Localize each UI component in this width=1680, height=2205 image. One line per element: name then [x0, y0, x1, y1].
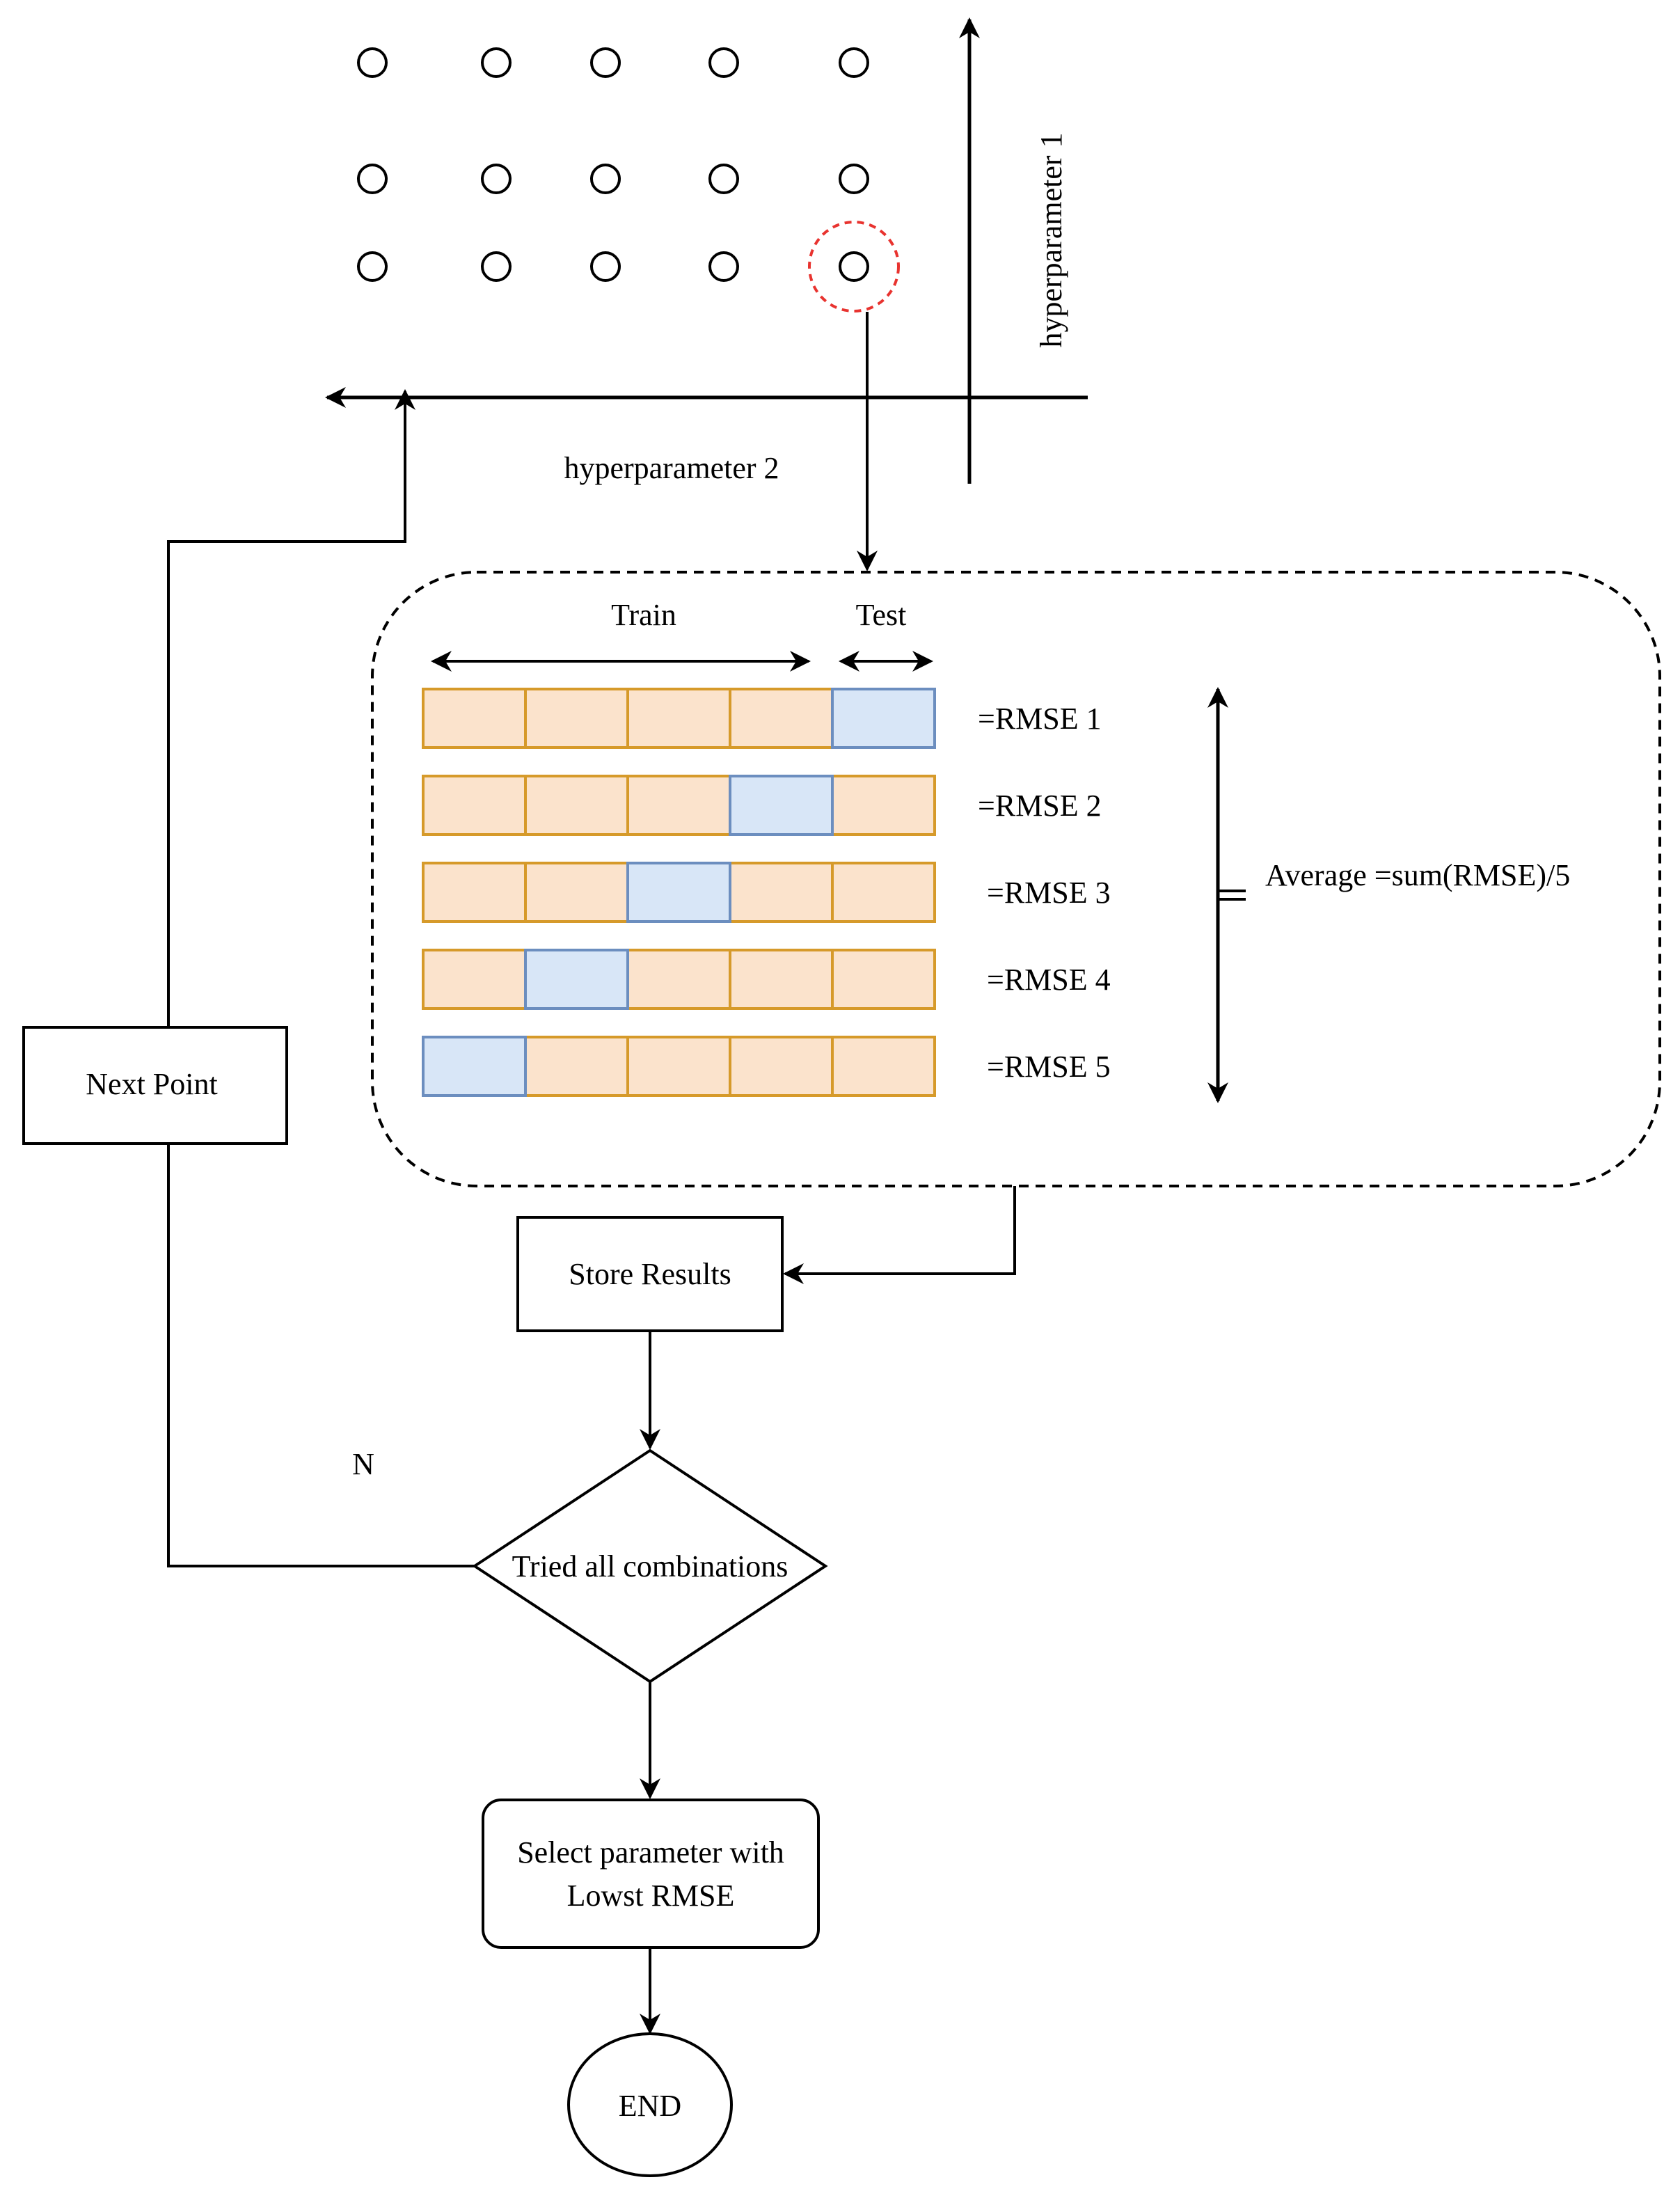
grid-point — [590, 251, 621, 282]
hyperparameter1-label: hyperparameter 1 — [1034, 132, 1068, 347]
train-fold-cell — [524, 688, 629, 749]
grid-point — [357, 164, 388, 194]
rmse-label: =RMSE 3 — [987, 876, 1111, 910]
end-label: END — [619, 2089, 681, 2123]
train-fold-cell — [626, 688, 731, 749]
test-fold-cell — [831, 688, 936, 749]
next-point-label: Next Point — [86, 1067, 217, 1101]
train-fold-cell — [524, 775, 629, 836]
cross-validation-container — [371, 571, 1661, 1187]
fold-row: =RMSE 4 — [422, 949, 1111, 1010]
fold-row: =RMSE 3 — [422, 862, 1111, 923]
train-fold-cell — [729, 1036, 834, 1097]
test-fold-cell — [626, 862, 731, 923]
end-terminal — [567, 2032, 733, 2177]
train-fold-cell — [524, 1036, 629, 1097]
grid-point — [839, 251, 869, 282]
train-fold-cell — [729, 862, 834, 923]
grid-point — [590, 47, 621, 78]
grid-point — [708, 164, 739, 194]
test-fold-cell — [729, 775, 834, 836]
train-fold-cell — [729, 949, 834, 1010]
train-label: Train — [611, 598, 676, 632]
fold-row: =RMSE 5 — [422, 1036, 1111, 1097]
rmse-label: =RMSE 4 — [987, 963, 1111, 997]
select-parameter-box — [482, 1799, 820, 1949]
rmse-label: =RMSE 2 — [978, 789, 1102, 823]
train-fold-cell — [422, 775, 527, 836]
average-label: Average =sum(RMSE)/5 — [1265, 858, 1570, 892]
train-fold-cell — [422, 862, 527, 923]
store-results-label: Store Results — [569, 1257, 731, 1291]
fold-rows: =RMSE 1 =RMSE 2 =RMSE 3 =RMSE 4 =RMSE 5 — [422, 688, 1111, 1097]
train-fold-cell — [524, 862, 629, 923]
select-parameter-line2: Lowst RMSE — [567, 1879, 735, 1913]
hyperparameter2-label: hyperparameter 2 — [564, 451, 779, 485]
grid-point — [708, 47, 739, 78]
train-fold-cell — [831, 949, 936, 1010]
grid-point — [357, 47, 388, 78]
cv-to-store-connector — [783, 1186, 1016, 1284]
no-label: N — [352, 1447, 374, 1481]
grid-point — [481, 164, 512, 194]
grid-point — [839, 47, 869, 78]
test-fold-cell — [524, 949, 629, 1010]
grid-point — [481, 251, 512, 282]
train-fold-cell — [831, 775, 936, 836]
loop-back-connector-upper — [167, 389, 415, 1027]
train-fold-cell — [626, 775, 731, 836]
next-point-box — [22, 1026, 288, 1145]
test-fold-cell — [422, 1036, 527, 1097]
train-fold-cell — [729, 688, 834, 749]
grid-point — [708, 251, 739, 282]
select-parameter-line1: Select parameter with — [517, 1835, 784, 1870]
selected-point-ring — [808, 221, 900, 313]
train-fold-cell — [422, 688, 527, 749]
test-label: Test — [856, 598, 907, 632]
grid-point — [481, 47, 512, 78]
grid-point — [590, 164, 621, 194]
decision-label: Tried all combinations — [512, 1549, 789, 1583]
grid-point — [839, 164, 869, 194]
rmse-label: =RMSE 5 — [987, 1050, 1111, 1084]
train-fold-cell — [422, 949, 527, 1010]
train-fold-cell — [626, 949, 731, 1010]
train-fold-cell — [626, 1036, 731, 1097]
loop-back-connector-lower — [167, 1144, 475, 1567]
hyperparameter-grid — [357, 47, 900, 313]
grid-point — [357, 251, 388, 282]
fold-row: =RMSE 1 — [422, 688, 1102, 749]
train-fold-cell — [831, 1036, 936, 1097]
fold-row: =RMSE 2 — [422, 775, 1102, 836]
train-fold-cell — [831, 862, 936, 923]
rmse-label: =RMSE 1 — [978, 702, 1102, 736]
